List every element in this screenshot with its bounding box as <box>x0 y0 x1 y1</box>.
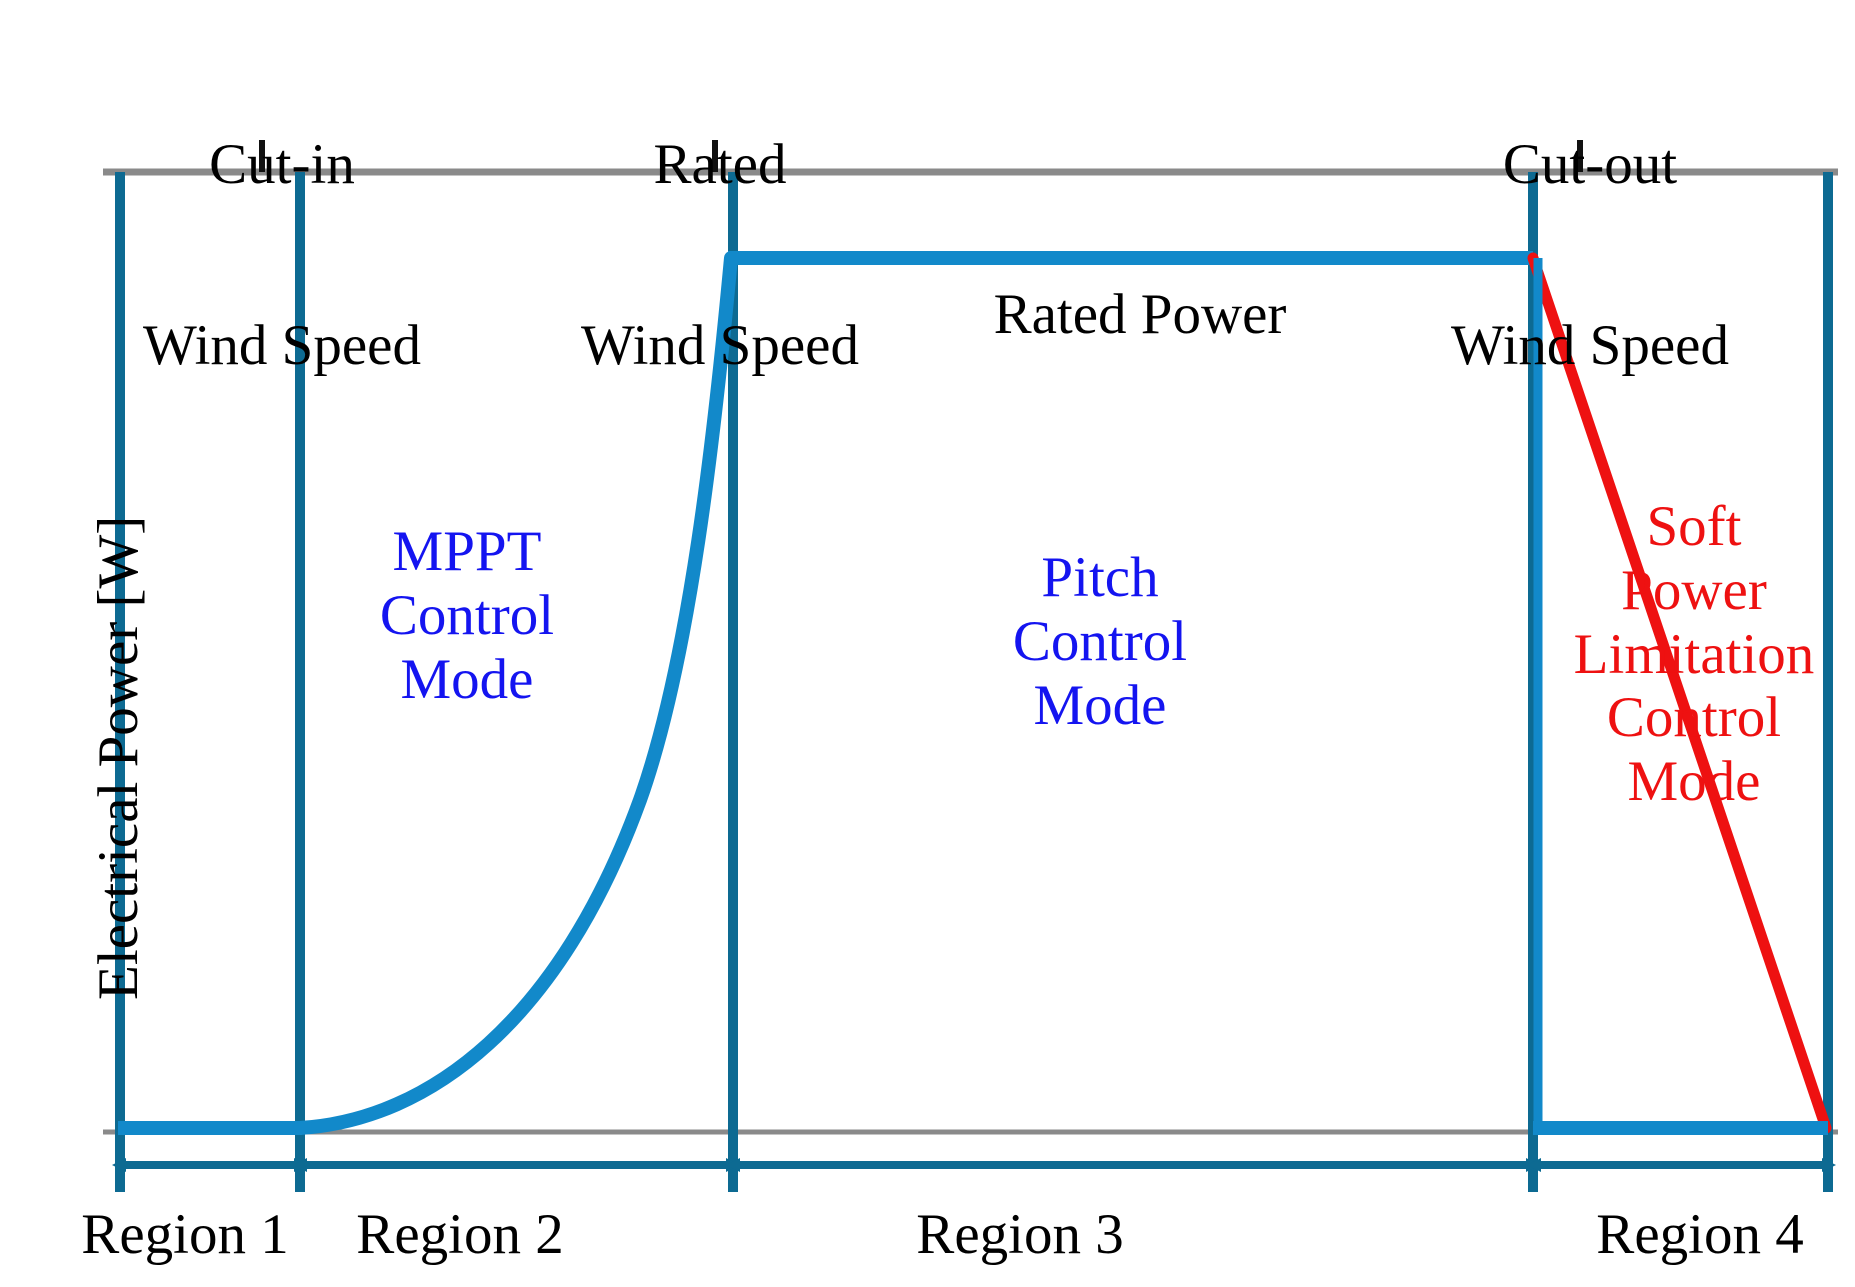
cut-out-label-line1: Cut-out <box>1502 132 1678 196</box>
soft-line-4: Control <box>1606 686 1782 750</box>
mppt-control-mode-label: MPPT Control Mode <box>302 520 632 711</box>
soft-line-2: Power <box>1621 558 1767 622</box>
region-3-label: Region 3 <box>916 1203 1124 1266</box>
cut-in-label-line1: Cut-in <box>209 132 355 196</box>
rated-label-line1: Rated <box>653 132 787 196</box>
cut-in-wind-speed-label: Cut-in Wind Speed <box>92 14 472 497</box>
mppt-line-1: MPPT <box>392 520 542 583</box>
pitch-line-3: Mode <box>1033 673 1167 737</box>
soft-line-5: Mode <box>1627 750 1761 814</box>
pitch-line-2: Control <box>1012 609 1188 673</box>
region-2-label: Region 2 <box>356 1203 564 1266</box>
cut-out-wind-speed-label: Cut-out Wind Speed <box>1400 14 1780 497</box>
mppt-line-2: Control <box>379 583 555 647</box>
pitch-control-mode-label: Pitch Control Mode <box>950 546 1250 737</box>
soft-power-limitation-control-mode-label: Soft Power Limitation Control Mode <box>1538 495 1850 814</box>
pitch-line-1: Pitch <box>1041 546 1159 609</box>
curve-region4-soft-power-limitation <box>1527 252 1832 1134</box>
region-4-label: Region 4 <box>1596 1203 1804 1266</box>
mppt-line-3: Mode <box>400 647 534 711</box>
y-axis-label: Electrical Power [W] <box>87 515 150 1000</box>
soft-line-3: Limitation <box>1573 622 1815 686</box>
soft-line-1: Soft <box>1646 495 1742 558</box>
rated-label-line2: Wind Speed <box>581 314 859 378</box>
rated-wind-speed-label: Rated Wind Speed <box>530 14 910 497</box>
region-1-label: Region 1 <box>81 1203 289 1266</box>
curve-region2-mppt <box>293 251 738 1135</box>
cut-out-label-line2: Wind Speed <box>1451 314 1729 378</box>
rated-power-label: Rated Power <box>993 283 1287 346</box>
cut-in-label-line2: Wind Speed <box>143 314 421 378</box>
